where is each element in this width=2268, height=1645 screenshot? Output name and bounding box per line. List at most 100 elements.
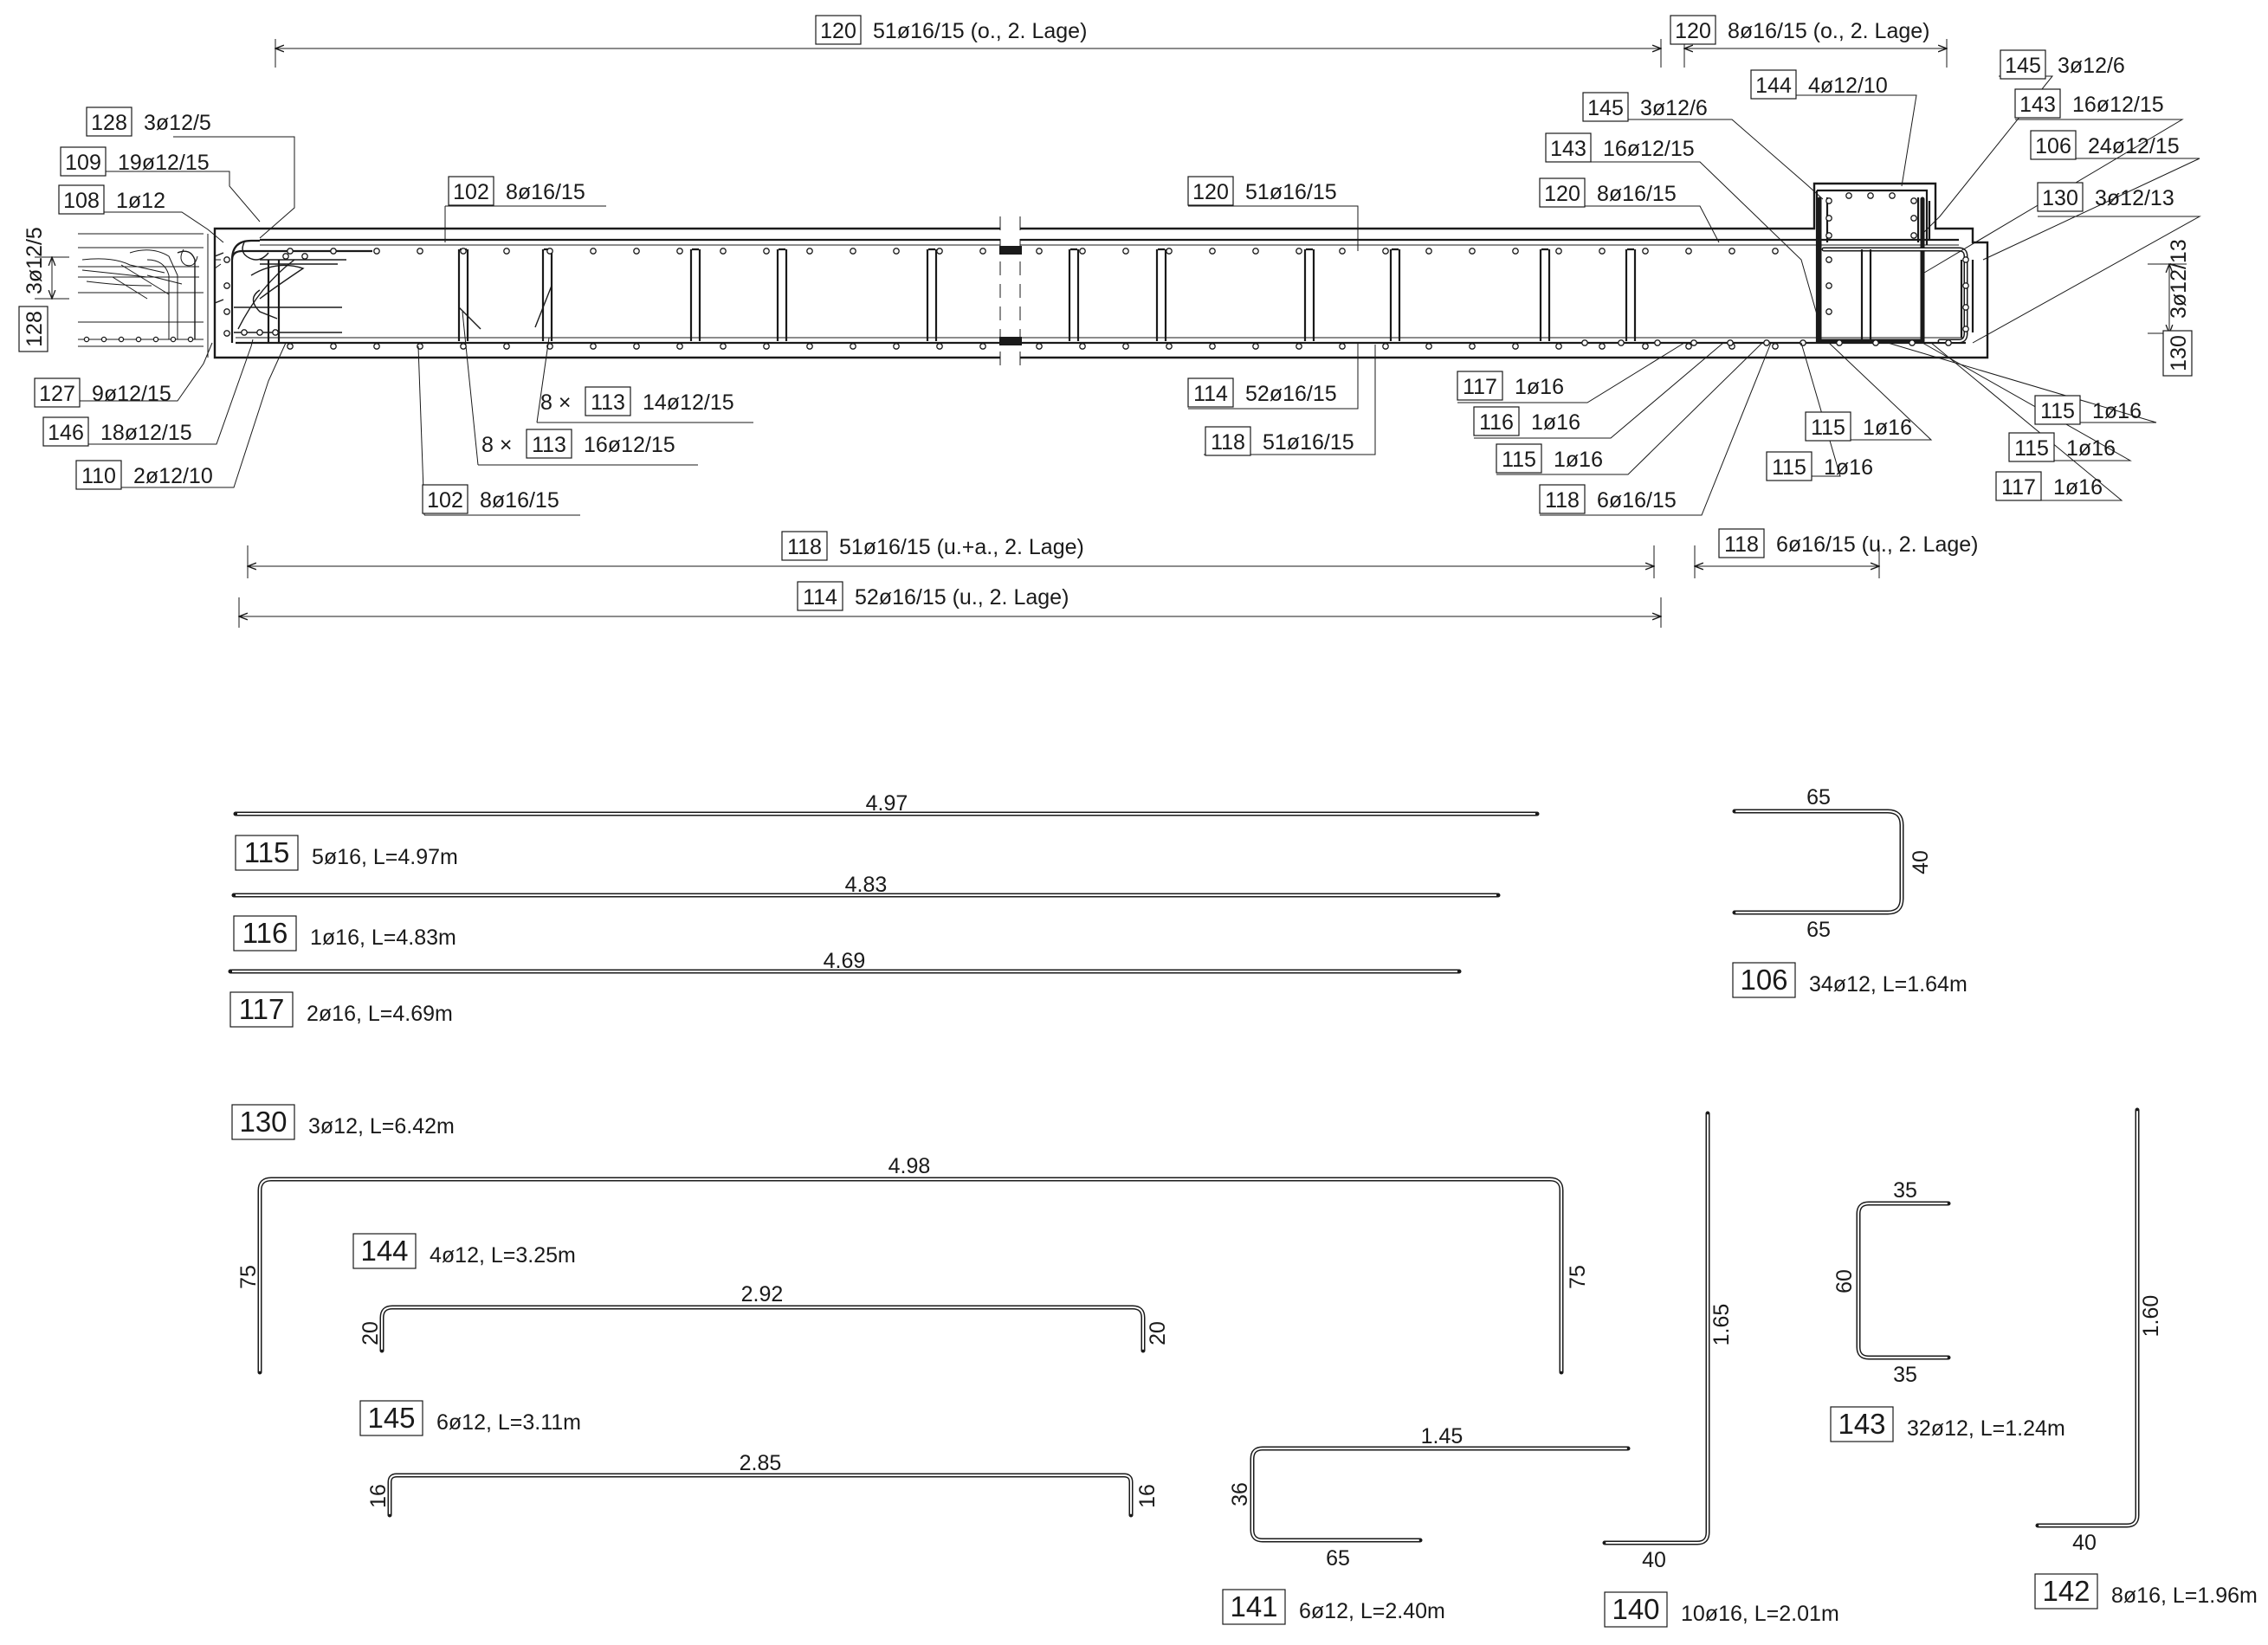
bar-section-dot <box>676 343 683 350</box>
label-pos-118-right: 118 6ø16/15 <box>1539 484 1677 514</box>
bar-section-dot <box>1910 232 1917 239</box>
left-end-detail <box>78 233 372 347</box>
pos-number: 108 <box>63 189 100 213</box>
adjacent-element-sketch <box>78 233 204 347</box>
bar-section-dot <box>1469 248 1476 255</box>
bar-shape-117: 4.69 117 2ø16, L=4.69m <box>228 949 1462 1028</box>
pos-number: 120 <box>1675 19 1711 43</box>
pos-number: 115 <box>1811 416 1845 440</box>
pos-number: 127 <box>39 382 75 406</box>
bar-section-dot <box>1690 339 1697 346</box>
bar-section-dot <box>1909 339 1916 346</box>
label-pos-113-a: 8 × 113 14ø12/15 <box>540 386 734 416</box>
pos-spec: 16ø12/15 <box>584 433 675 457</box>
bar-section-dot <box>1867 192 1874 199</box>
bar-section-dot <box>720 248 727 255</box>
bar-shape-145: 145 6ø12, L=3.11m 2.85 16 16 <box>359 1400 1160 1518</box>
bar-spec: 8ø16, L=1.96m <box>2111 1584 2258 1608</box>
pos-number: 102 <box>427 488 463 513</box>
pos-number: 115 <box>1772 455 1806 480</box>
pos-spec: 1ø16 <box>1531 410 1580 435</box>
bar-section-dot <box>1166 248 1173 255</box>
pos-number: 115 <box>244 836 290 868</box>
pos-number: 145 <box>367 1402 415 1434</box>
pos-number: 118 <box>1211 430 1245 455</box>
label-pos-144: 144 4ø12/10 <box>1750 69 1888 100</box>
pos-number: 115 <box>1502 448 1536 472</box>
bar-section-dot <box>223 282 230 289</box>
bar-section-dot <box>1122 248 1129 255</box>
label-pos-102-bottom: 102 8ø16/15 <box>422 484 559 514</box>
bar-section-dot <box>1512 248 1519 255</box>
pos-spec: 3ø12/13 <box>2095 186 2174 210</box>
bar-section-dot <box>1825 232 1832 239</box>
bar-section-dot <box>850 248 856 255</box>
bar-section-dot <box>1872 339 1879 346</box>
label-pos-120-top-short: 120 8ø16/15 (o., 2. Lage) <box>1670 15 1929 45</box>
bar-section-dot <box>460 343 467 350</box>
bar-section-dot <box>287 248 294 255</box>
pos-number: 145 <box>1587 96 1624 120</box>
bar-section-dot <box>1599 248 1606 255</box>
bar-section-dot <box>763 248 770 255</box>
bar-section-dot <box>590 343 597 350</box>
bar-section-dot <box>1555 248 1562 255</box>
bar-shape-140: 1.65 40 140 10ø16, L=2.01m <box>1602 1111 1839 1628</box>
pos-spec: 51ø16/15 <box>1245 180 1337 204</box>
label-pos-115-d: 115 1ø16 <box>2034 395 2142 425</box>
pos-number: 106 <box>1740 964 1787 996</box>
dim-length: 4.97 <box>866 791 908 816</box>
bar-section-dot <box>1685 248 1692 255</box>
pos-number: 114 <box>1193 382 1228 406</box>
label-pos-120-middle: 120 51ø16/15 <box>1187 176 1337 206</box>
bar-section-dot <box>1945 339 1952 346</box>
bar-section-dot <box>1825 215 1832 222</box>
bar-section-dot <box>806 248 813 255</box>
bar-section-dot <box>287 343 294 350</box>
dim-length: 4.98 <box>888 1154 931 1178</box>
bar-section-dot <box>1252 343 1259 350</box>
dim-length: 2.85 <box>740 1451 782 1475</box>
label-pos-106: 106 24ø12/15 <box>2030 130 2180 160</box>
pos-number: 116 <box>242 917 288 949</box>
bar-section-dot <box>1382 343 1389 350</box>
pos-spec: 8ø16/15 <box>480 488 559 513</box>
pos-number: 141 <box>1230 1590 1277 1622</box>
pos-spec: 6ø16/15 (u., 2. Lage) <box>1776 532 1978 557</box>
dim-height: 40 <box>1909 850 1933 874</box>
pos-spec: 51ø16/15 <box>1263 430 1354 455</box>
bar-section-dot <box>1209 343 1216 350</box>
dim-bottom: 35 <box>1893 1363 1917 1387</box>
pos-spec: 4ø12/10 <box>1808 74 1888 98</box>
label-pos-128: 128 3ø12/5 <box>86 106 211 137</box>
pos-spec: 18ø12/15 <box>100 421 192 445</box>
pos-spec: 8ø16/15 <box>506 180 585 204</box>
pos-spec: 3ø12/6 <box>2058 54 2125 78</box>
bar-section-dot <box>1382 248 1389 255</box>
dim-length: 1.45 <box>1421 1424 1464 1448</box>
pos-spec: 3ø12/5 <box>23 227 47 294</box>
bar-section-dot <box>373 248 380 255</box>
bar-section-dot <box>1166 343 1173 350</box>
pos-number: 128 <box>23 311 47 347</box>
bar-section-dot <box>1825 282 1832 289</box>
label-pos-115-c: 115 1ø16 <box>1766 451 1873 481</box>
pos-number: 118 <box>787 535 822 559</box>
dim-length: 4.83 <box>845 873 888 897</box>
bar-section-dot <box>1079 248 1086 255</box>
bar-section-dot <box>763 343 770 350</box>
pos-number: 128 <box>91 111 127 135</box>
dim-bottom: 65 <box>1326 1546 1350 1571</box>
bar-section-dot <box>1122 343 1129 350</box>
pos-spec: 1ø16 <box>2053 475 2103 500</box>
pos-number: 110 <box>81 464 116 488</box>
pos-spec: 6ø16/15 <box>1597 488 1677 513</box>
bar-section-dot <box>223 330 230 337</box>
pos-number: 118 <box>1545 488 1580 513</box>
bar-section-dot <box>241 329 248 336</box>
bar-section-dot <box>806 343 813 350</box>
bar-section-dot <box>503 343 510 350</box>
label-pos-128-vertical: 128 3ø12/5 <box>18 227 48 352</box>
pos-number: 140 <box>1612 1593 1659 1625</box>
beam-outline-left <box>213 227 1000 359</box>
